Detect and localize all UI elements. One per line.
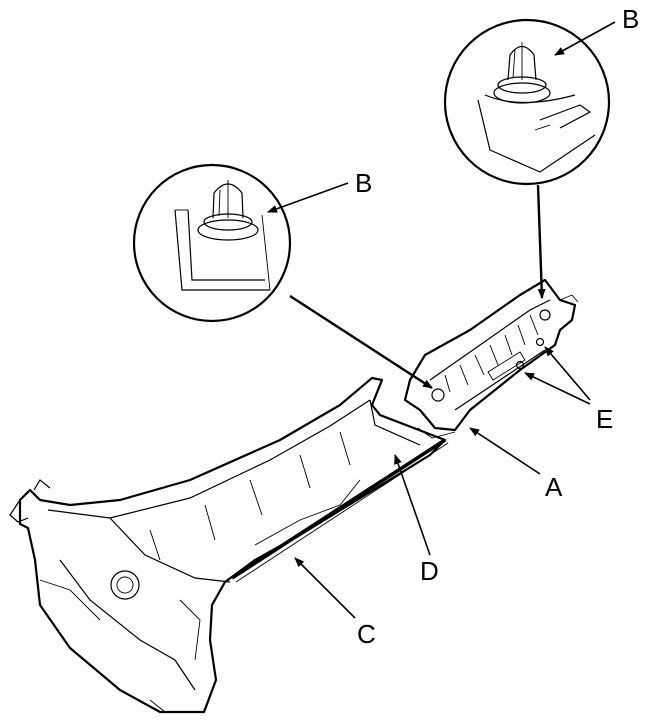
callout-a: A xyxy=(545,472,563,502)
callout-leaders xyxy=(267,21,616,619)
upper-trim-a xyxy=(403,278,579,439)
callout-b-upper: B xyxy=(622,4,639,34)
callout-c: C xyxy=(357,619,376,649)
strip-c xyxy=(231,438,449,583)
callout-d: D xyxy=(420,556,439,586)
lower-clip-detail xyxy=(132,163,292,323)
callout-e: E xyxy=(596,404,613,434)
connection-arrows xyxy=(289,184,546,390)
upper-clip-detail xyxy=(443,18,611,186)
lower-pillar-trim xyxy=(9,376,447,714)
callout-b-lower: B xyxy=(355,168,372,198)
